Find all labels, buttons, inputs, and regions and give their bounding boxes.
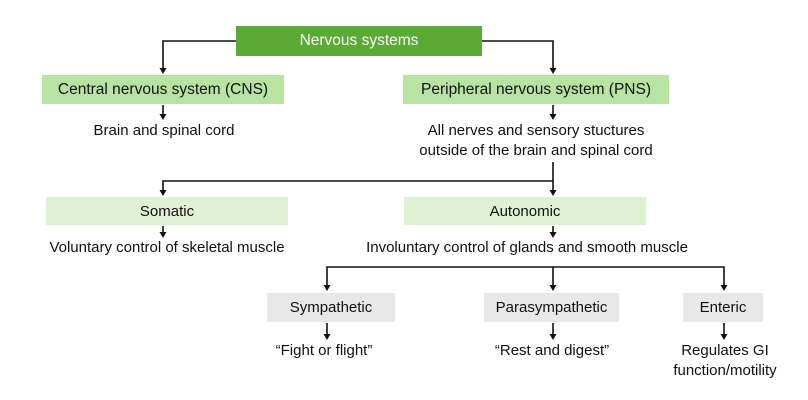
arrowhead-icon [720, 285, 728, 291]
sympathetic-description: “Fight or flight” [276, 341, 373, 361]
arrowhead-icon [159, 68, 167, 74]
arrowhead-icon [323, 334, 331, 340]
enteric-description: Regulates GI function/motility [673, 341, 776, 381]
arrowhead-icon [549, 68, 557, 74]
connector-pns-somatic [162, 162, 554, 190]
description-text: Voluntary control of skeletal muscle [49, 239, 285, 256]
arrowhead-icon [159, 232, 167, 238]
arrowhead-icon [323, 285, 331, 291]
cns-description: Brain and spinal cord [94, 121, 235, 141]
description-text: “Fight or flight” [275, 342, 373, 359]
connector-root-cns [162, 40, 236, 69]
connector-root-pns [482, 40, 554, 69]
node-somatic: Somatic [46, 197, 288, 225]
node-label: Peripheral nervous system (PNS) [421, 80, 651, 98]
parasympathetic-description: “Rest and digest” [495, 341, 609, 361]
autonomic-description: Involuntary control of glands and smooth… [366, 238, 688, 258]
node-label: Sympathetic [289, 299, 373, 316]
arrowhead-icon [549, 114, 557, 120]
arrowhead-icon [159, 114, 167, 120]
arrowhead-icon [159, 190, 167, 196]
node-label: Parasympathetic [495, 299, 608, 316]
node-parasympathetic: Parasympathetic [484, 293, 619, 322]
node-label: Central nervous system (CNS) [57, 80, 269, 98]
description-line: All nerves and sensory stuctures [427, 122, 645, 139]
arrowhead-icon [549, 232, 557, 238]
somatic-description: Voluntary control of skeletal muscle [49, 238, 284, 258]
description-text: Brain and spinal cord [93, 122, 235, 139]
node-pns: Peripheral nervous system (PNS) [403, 75, 669, 104]
description-line: Regulates GI [681, 342, 769, 359]
description-line: outside of the brain and spinal cord [419, 142, 653, 159]
pns-description: All nerves and sensory stuctures outside… [419, 121, 653, 161]
node-sympathetic: Sympathetic [267, 293, 395, 322]
node-label: Somatic [139, 202, 195, 220]
node-label: Autonomic [489, 202, 561, 220]
node-nervous-systems: Nervous systems [236, 26, 482, 56]
arrowhead-icon [720, 334, 728, 340]
arrowhead-icon [549, 334, 557, 340]
arrowhead-icon [549, 285, 557, 291]
node-label: Nervous systems [299, 32, 419, 49]
node-enteric: Enteric [683, 293, 763, 322]
description-text: Involuntary control of glands and smooth… [366, 239, 688, 256]
connector-autonomic-branches [326, 266, 725, 285]
node-label: Enteric [699, 299, 747, 316]
node-cns: Central nervous system (CNS) [42, 75, 284, 104]
node-autonomic: Autonomic [404, 197, 646, 225]
arrowhead-icon [549, 190, 557, 196]
description-line: function/motility [673, 362, 777, 379]
description-text: “Rest and digest” [494, 342, 610, 359]
